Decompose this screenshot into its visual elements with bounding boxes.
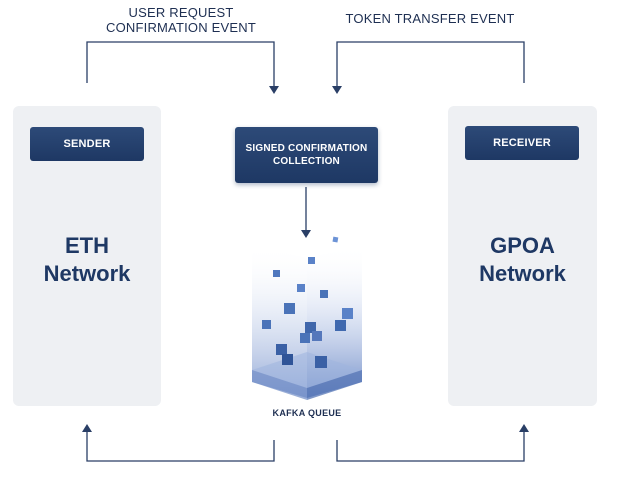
gpoa-network-title: GPOA Network <box>479 233 566 286</box>
eth-network-title: ETH Network <box>43 233 131 286</box>
connector-kafka-to-eth <box>86 430 275 462</box>
sender-box: SENDER <box>30 127 144 161</box>
signed-confirmation-collection-box: SIGNED CONFIRMATION COLLECTION <box>235 127 378 183</box>
token-transfer-event-label: TOKEN TRANSFER EVENT <box>345 11 515 26</box>
receiver-box: RECEIVER <box>465 126 579 160</box>
connector-token-transfer <box>336 41 525 88</box>
data-cube-icons <box>262 236 353 368</box>
arrowhead-kafka-to-eth <box>82 424 92 432</box>
arrowhead-token-transfer <box>332 86 342 94</box>
signed-confirmation-collection-label: SIGNED CONFIRMATION COLLECTION <box>245 143 368 167</box>
connector-kafka-to-gpoa <box>336 430 525 462</box>
receiver-label: RECEIVER <box>493 137 551 149</box>
arrowhead-user-request <box>269 86 279 94</box>
arrowhead-signed-to-kafka <box>301 230 311 238</box>
connector-user-request <box>86 41 275 88</box>
arrowhead-kafka-to-gpoa <box>519 424 529 432</box>
user-request-event-label: USER REQUEST CONFIRMATION EVENT <box>106 5 256 35</box>
kafka-queue-label: KAFKA QUEUE <box>272 408 342 418</box>
kafka-queue-graphic <box>252 236 362 400</box>
sender-label: SENDER <box>63 138 111 150</box>
